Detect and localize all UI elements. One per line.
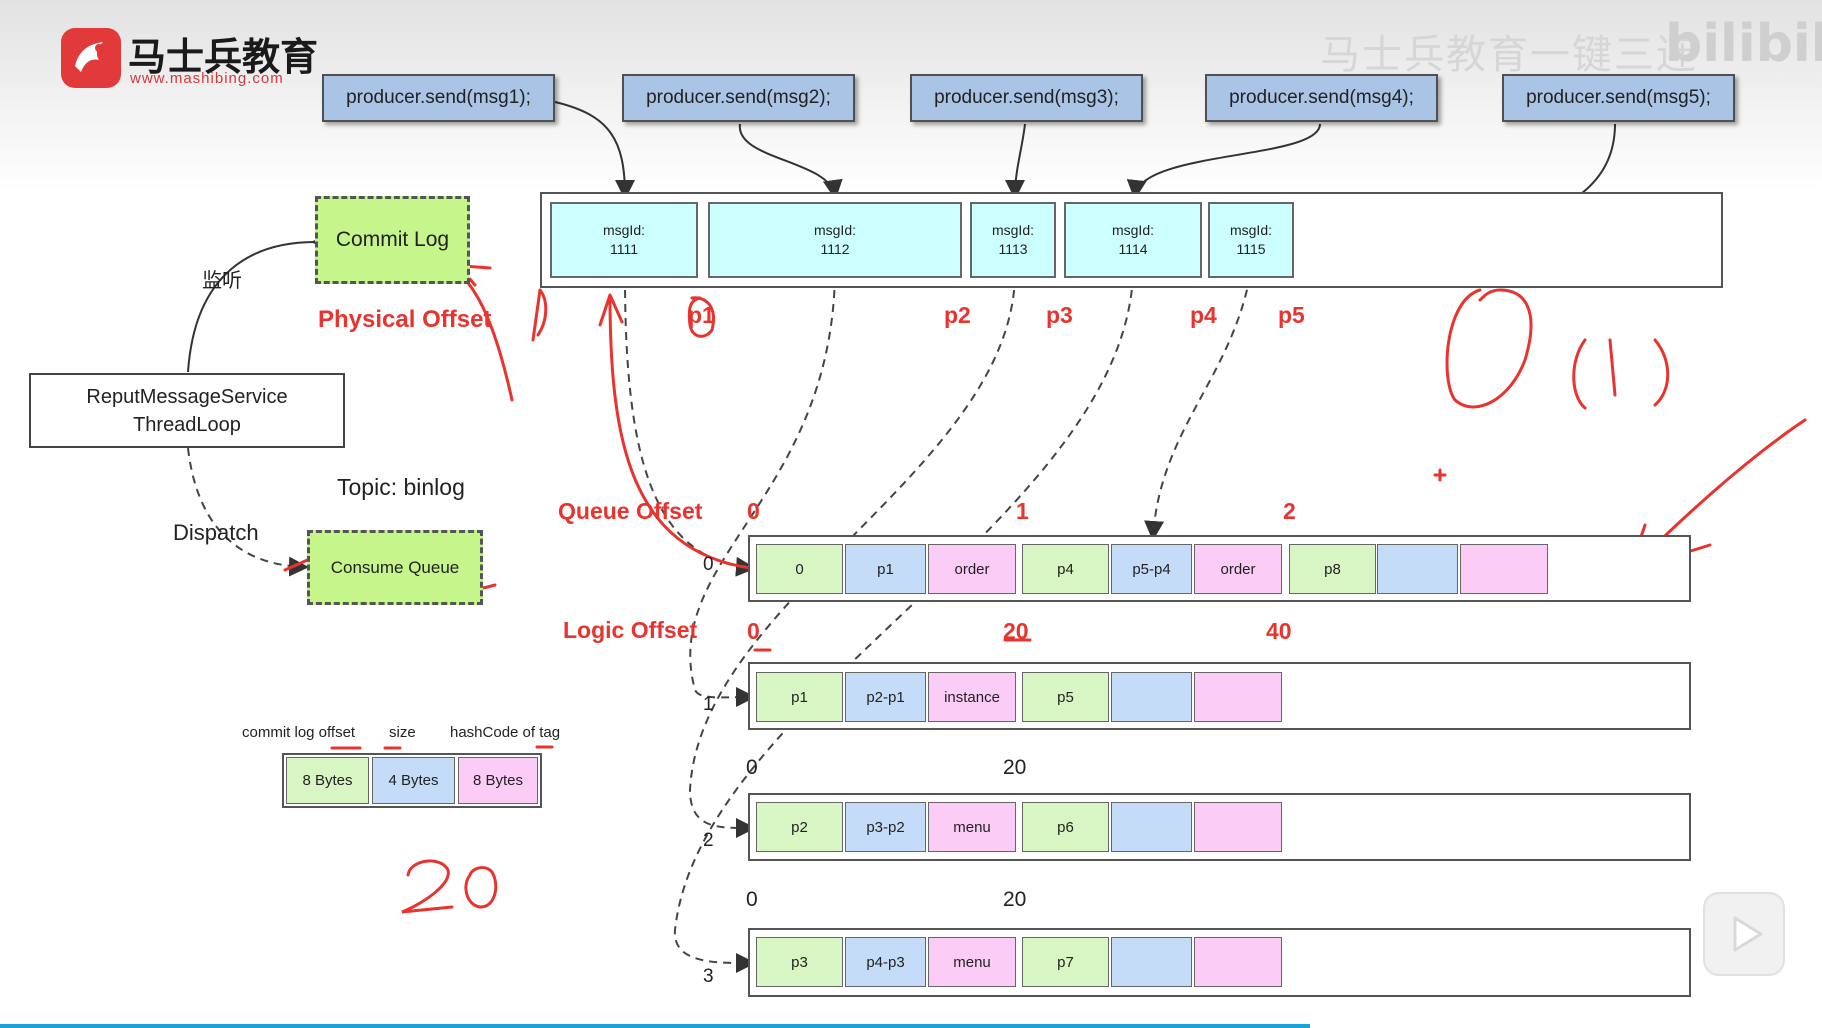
logic-offset-label: Logic Offset xyxy=(563,617,698,643)
play-icon xyxy=(1733,916,1763,952)
queue-0-cell-7 xyxy=(1377,544,1458,594)
queue-offset-2: 2 xyxy=(1283,498,1296,524)
message-id: 1111 xyxy=(609,241,638,257)
position-p3: p3 xyxy=(1046,302,1073,328)
row3-offset-20: 20 xyxy=(1003,888,1027,911)
queue-2-cell-0: p2 xyxy=(756,802,843,852)
producer-send-3: producer.send(msg3); xyxy=(910,74,1143,122)
physical-offset-label: Physical Offset xyxy=(318,306,492,333)
queue-2-cell-5 xyxy=(1194,802,1282,852)
producer-send-2: producer.send(msg2); xyxy=(622,74,855,122)
queue-1-cell-5 xyxy=(1194,672,1282,722)
logo-title: 马士兵教育 xyxy=(128,35,319,79)
message-label: msgId: xyxy=(991,222,1034,238)
producer-send-1: producer.send(msg1); xyxy=(322,74,555,122)
format-cell-hashcode: 8 Bytes xyxy=(458,757,538,804)
queue-0-cell-4: p5-p4 xyxy=(1111,544,1192,594)
queue-0-cell-8 xyxy=(1460,544,1548,594)
queue-3-cell-3: p7 xyxy=(1022,937,1109,987)
message-label: msgId: xyxy=(1229,222,1272,238)
message-1115: msgId: 1115 xyxy=(1208,202,1294,278)
consume-queue-box: Consume Queue xyxy=(307,530,483,605)
commit-log-box: Commit Log xyxy=(315,196,470,284)
message-label: msgId: xyxy=(602,222,645,238)
reput-line-1: ReputMessageService xyxy=(86,385,288,408)
queue-index-2: 2 xyxy=(703,830,714,851)
row2-offset-0: 0 xyxy=(746,756,758,779)
format-header-offset: commit log offset xyxy=(242,724,356,741)
position-p1: p1 xyxy=(688,302,715,328)
queue-3-cell-1: p4-p3 xyxy=(845,937,926,987)
queue-3-cell-0: p3 xyxy=(756,937,843,987)
queue-2-cell-2: menu xyxy=(928,802,1016,852)
queue-0-cell-3: p4 xyxy=(1022,544,1109,594)
queue-0-cell-0: 0 xyxy=(756,544,843,594)
queue-2-cell-4 xyxy=(1111,802,1192,852)
message-id: 1115 xyxy=(1236,241,1266,257)
queue-3-cell-4 xyxy=(1111,937,1192,987)
queue-1-cell-1: p2-p1 xyxy=(845,672,926,722)
queue-0-cell-6: p8 xyxy=(1289,544,1376,594)
dispatch-label: Dispatch xyxy=(173,520,259,545)
producer-send-4: producer.send(msg4); xyxy=(1205,74,1438,122)
queue-index-0: 0 xyxy=(703,554,714,575)
logic-offset-40: 40 xyxy=(1266,618,1292,644)
message-id: 1113 xyxy=(998,241,1028,257)
queue-index-1: 1 xyxy=(703,694,714,715)
row3-offset-0: 0 xyxy=(746,888,758,911)
queue-2-cell-3: p6 xyxy=(1022,802,1109,852)
queue-2-cell-1: p3-p2 xyxy=(845,802,926,852)
format-header-size: size xyxy=(389,724,416,741)
position-p4: p4 xyxy=(1190,302,1217,328)
message-1113: msgId: 1113 xyxy=(970,202,1056,278)
logo-url: www.mashibing.com xyxy=(130,70,284,87)
message-label: msgId: xyxy=(813,222,856,238)
message-id: 1114 xyxy=(1118,241,1148,257)
logic-offset-20: 20 xyxy=(1003,618,1029,644)
reput-line-2: ThreadLoop xyxy=(133,413,241,436)
message-1112: msgId: 1112 xyxy=(708,202,962,278)
logo-icon xyxy=(61,28,121,88)
queue-1-cell-2: instance xyxy=(928,672,1016,722)
queue-offset-label: Queue Offset xyxy=(558,498,703,524)
logic-offset-0: 0 xyxy=(747,618,760,644)
queue-1-cell-3: p5 xyxy=(1022,672,1109,722)
message-label: msgId: xyxy=(1111,222,1154,238)
row2-offset-20: 20 xyxy=(1003,756,1027,779)
listen-label: 监听 xyxy=(202,270,242,292)
watermark-mark: bilibili xyxy=(1665,14,1822,74)
topic-label: Topic: binlog xyxy=(337,474,465,500)
format-header-hashcode: hashCode of tag xyxy=(450,724,561,741)
queue-0-cell-5: order xyxy=(1194,544,1282,594)
queue-3-cell-2: menu xyxy=(928,937,1016,987)
queue-1-cell-0: p1 xyxy=(756,672,843,722)
message-1111: msgId: 1111 xyxy=(550,202,698,278)
watermark-text: 马士兵教育一键三连 xyxy=(1320,32,1698,78)
producer-send-5: producer.send(msg5); xyxy=(1502,74,1735,122)
queue-1-cell-4 xyxy=(1111,672,1192,722)
message-1114: msgId: 1114 xyxy=(1064,202,1202,278)
message-id: 1112 xyxy=(820,241,850,257)
queue-0-cell-1: p1 xyxy=(845,544,926,594)
position-p5: p5 xyxy=(1278,302,1305,328)
queue-offset-1: 1 xyxy=(1016,498,1029,524)
video-play-button[interactable] xyxy=(1703,892,1785,976)
queue-index-3: 3 xyxy=(703,966,714,987)
video-progress-bar xyxy=(0,1024,1310,1028)
format-cell-offset: 8 Bytes xyxy=(286,757,369,804)
queue-0-cell-2: order xyxy=(928,544,1016,594)
queue-3-cell-5 xyxy=(1194,937,1282,987)
position-p2: p2 xyxy=(944,302,971,328)
handwritten-total: 20 xyxy=(402,846,403,847)
format-cell-size: 4 Bytes xyxy=(372,757,455,804)
queue-offset-0: 0 xyxy=(747,498,760,524)
